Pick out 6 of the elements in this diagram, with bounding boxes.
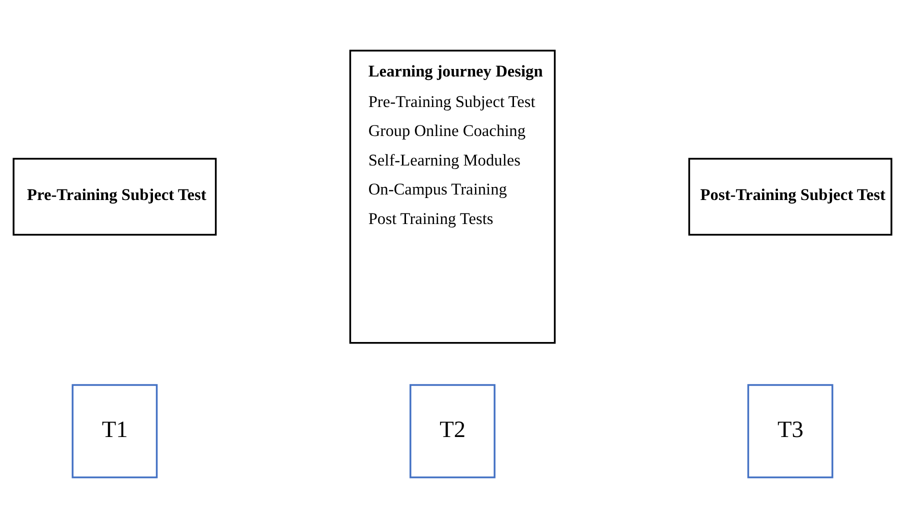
node-box: Learning journey Design Pre-Training Subject Test Group Online Coaching Self-Learning Modules On-Campus Training Post Training Tests — [349, 49, 556, 344]
node-box: T2 — [410, 384, 496, 478]
node-box: Post-Training Subject Test — [688, 157, 892, 236]
node-box: T3 — [747, 384, 834, 478]
node-box: Pre-Training Subject Test — [12, 157, 217, 236]
node-box: T1 — [72, 384, 158, 478]
